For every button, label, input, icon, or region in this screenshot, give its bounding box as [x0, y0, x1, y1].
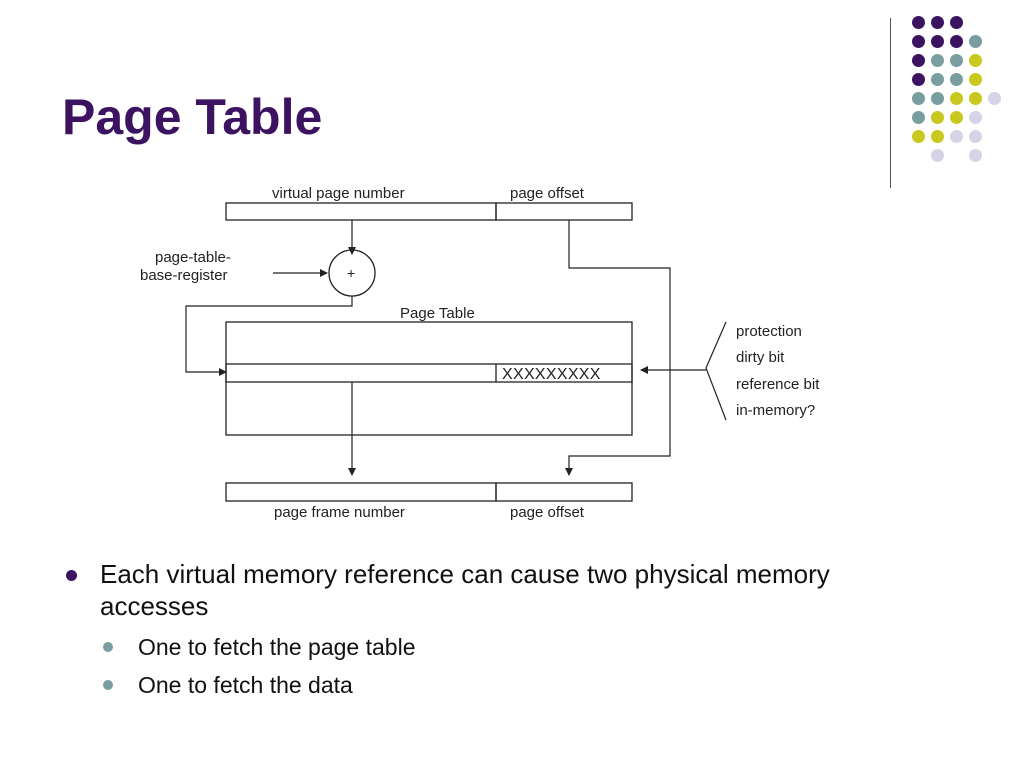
virtual-page-number-label: virtual page number: [272, 185, 405, 202]
dot: [912, 130, 925, 143]
dot: [931, 54, 944, 67]
page-table-label: Page Table: [400, 305, 475, 322]
slide-title: Page Table: [62, 89, 323, 145]
dot: [931, 149, 944, 162]
dot: [912, 35, 925, 48]
dot: [969, 92, 982, 105]
dot: [969, 149, 982, 162]
dot: [931, 35, 944, 48]
page-offset-top-box: [495, 202, 633, 221]
bits-brace: [705, 321, 727, 421]
dot: [950, 54, 963, 67]
bit-label-protection: protection: [736, 323, 802, 340]
bit-label-in-memory: in-memory?: [736, 402, 815, 419]
dot: [950, 35, 963, 48]
page-frame-number-label: page frame number: [274, 504, 405, 521]
bullet-list: Each virtual memory reference can cause …: [64, 558, 904, 704]
dot: [969, 73, 982, 86]
dot: [912, 111, 925, 124]
divider-line: [890, 18, 891, 188]
entry-bits-text: XXXXXXXXX: [502, 366, 601, 383]
page-offset-bottom-box: [495, 482, 633, 502]
dot: [950, 111, 963, 124]
bit-label-reference: reference bit: [736, 376, 820, 393]
page-frame-number-box: [225, 482, 497, 502]
dot: [950, 130, 963, 143]
dot: [969, 111, 982, 124]
dot: [988, 92, 1001, 105]
dot: [931, 92, 944, 105]
dot: [931, 73, 944, 86]
ptbr-label-line1: page-table-: [155, 249, 231, 266]
dot: [950, 16, 963, 29]
dot: [969, 130, 982, 143]
dot: [931, 130, 944, 143]
dot: [950, 73, 963, 86]
page-offset-bottom-label: page offset: [510, 504, 585, 521]
dot: [969, 35, 982, 48]
dot: [912, 16, 925, 29]
bullet-main-text: Each virtual memory reference can cause …: [100, 559, 830, 621]
dot: [969, 54, 982, 67]
sub-bullet-2: One to fetch the data: [100, 666, 904, 704]
page-table-entry-row: [225, 363, 633, 383]
dot: [950, 92, 963, 105]
dot: [912, 54, 925, 67]
dot: [931, 111, 944, 124]
virtual-page-number-box: [225, 202, 497, 221]
sub-bullet-list: One to fetch the page table One to fetch…: [100, 628, 904, 704]
ptbr-label-line2: base-register: [140, 267, 228, 284]
page-offset-top-label: page offset: [510, 185, 585, 202]
dot: [912, 73, 925, 86]
adder-symbol: +: [347, 265, 355, 281]
dot: [931, 16, 944, 29]
dot: [912, 92, 925, 105]
bullet-main: Each virtual memory reference can cause …: [64, 558, 904, 704]
bit-label-dirty: dirty bit: [736, 349, 785, 366]
adder-to-entry-arrow: [185, 296, 353, 376]
offset-path-line: [565, 220, 671, 476]
sub-bullet-1: One to fetch the page table: [100, 628, 904, 666]
